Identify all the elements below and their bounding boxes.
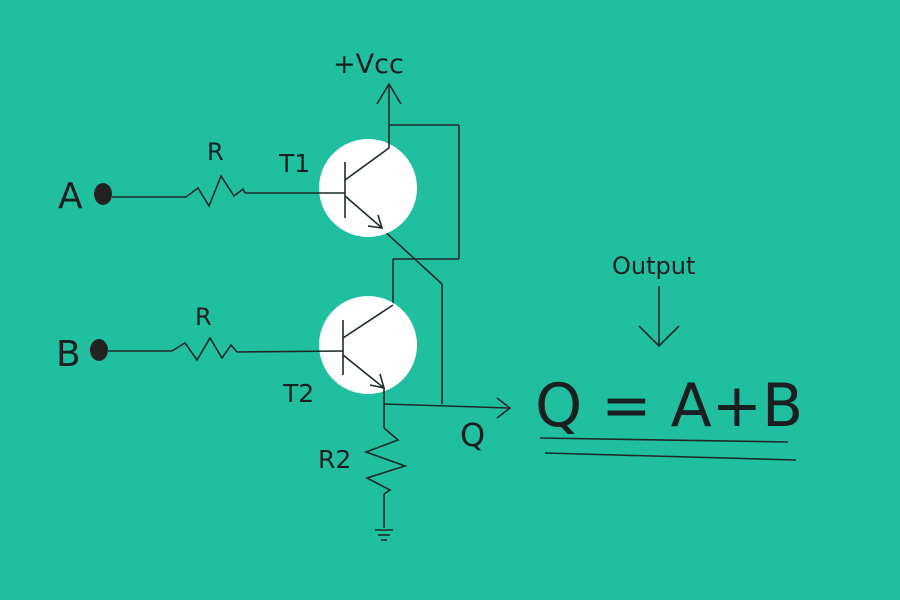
resistor-a	[185, 174, 246, 208]
input-a-label: A	[58, 176, 83, 217]
r2-to-ground-wire	[363, 404, 408, 528]
collector-bus-wire	[389, 124, 460, 305]
r2-label: R2	[318, 445, 351, 474]
t2-label: T2	[282, 379, 314, 408]
input-b-terminal	[90, 339, 108, 361]
input-a-terminal	[94, 183, 112, 205]
transistor-t1	[319, 125, 417, 237]
ground-icon	[375, 529, 393, 541]
t1-label: T1	[278, 149, 310, 178]
input-b-label: B	[56, 334, 81, 375]
resistor-r2	[363, 427, 408, 495]
input-b-wire	[108, 336, 344, 362]
equation-text: Q = A+B	[535, 371, 803, 441]
resistor-b-label: R	[195, 303, 212, 331]
output-bus-wire	[383, 388, 512, 419]
input-a-wire	[112, 174, 345, 208]
resistor-b	[171, 336, 238, 362]
vcc-label: +Vcc	[333, 49, 404, 80]
vcc-arrow	[376, 82, 402, 125]
transistor-t2	[319, 296, 417, 394]
output-q-label: Q	[460, 416, 485, 454]
output-pointer-arrow	[638, 286, 680, 348]
output-caption: Output	[612, 252, 695, 280]
resistor-a-label: R	[207, 138, 224, 166]
equation-underline	[539, 437, 797, 461]
